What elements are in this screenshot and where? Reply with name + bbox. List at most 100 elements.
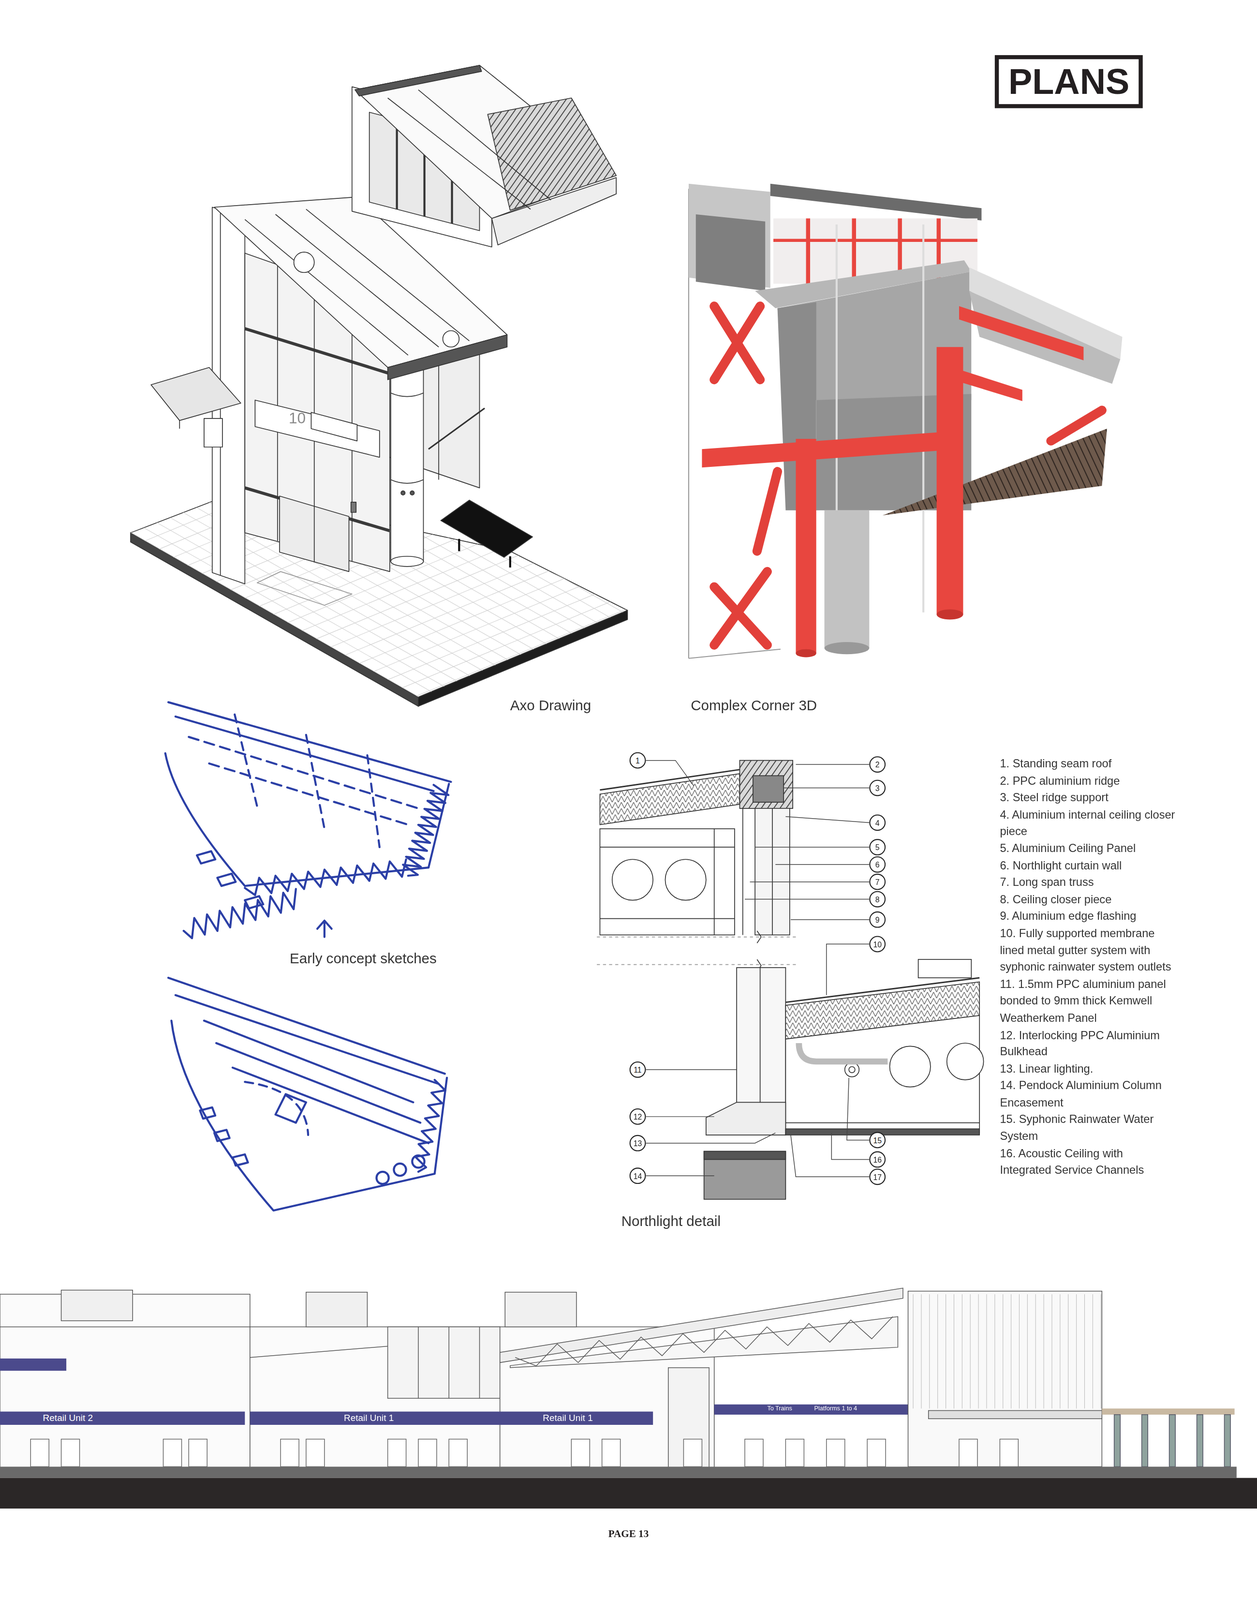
cladding-line bbox=[1035, 1293, 1036, 1408]
cladding-line bbox=[1010, 1293, 1012, 1408]
axo-drawing bbox=[294, 251, 315, 273]
station-elevation bbox=[417, 1326, 419, 1398]
concept-sketch bbox=[412, 1154, 425, 1168]
concept-sketch bbox=[214, 1129, 230, 1141]
northlight-section bbox=[706, 1101, 786, 1135]
complex-corner-model bbox=[714, 571, 768, 645]
callout-circle: 7 bbox=[869, 873, 886, 890]
floor-grid bbox=[0, 487, 580, 741]
complex-corner-model bbox=[695, 214, 766, 291]
cladding-line bbox=[920, 1293, 922, 1408]
platform-number: 10 bbox=[288, 409, 306, 427]
canopy-post bbox=[1141, 1414, 1149, 1467]
northlight-section bbox=[798, 1042, 888, 1062]
complex-corner-model bbox=[770, 183, 982, 221]
cladding-line bbox=[1100, 1293, 1102, 1408]
cladding-line bbox=[929, 1293, 930, 1408]
axo-drawing bbox=[150, 367, 241, 421]
station-elevation bbox=[913, 1293, 1101, 1408]
key-item: 16. Acoustic Ceiling with Integrated Ser… bbox=[999, 1144, 1176, 1179]
northlight-section bbox=[736, 967, 786, 1106]
concept-sketch bbox=[244, 895, 264, 908]
station-elevation bbox=[668, 1367, 710, 1468]
band-label: Retail Unit 2 bbox=[43, 1412, 93, 1423]
door bbox=[418, 1438, 437, 1467]
concept-sketch bbox=[393, 1163, 406, 1176]
door bbox=[826, 1438, 845, 1467]
cladding-line bbox=[1002, 1293, 1004, 1408]
concept-sketch bbox=[217, 873, 236, 886]
leader-line bbox=[744, 898, 870, 900]
station-elevation bbox=[30, 1438, 1019, 1467]
cladding-line bbox=[945, 1293, 947, 1408]
northlight-section bbox=[785, 977, 980, 1003]
axo-drawing bbox=[396, 119, 399, 210]
leader-line bbox=[790, 918, 870, 920]
key-item: 4. Aluminium internal ceiling closer pie… bbox=[999, 805, 1176, 840]
cladding-line bbox=[1092, 1293, 1094, 1408]
northlight-section bbox=[785, 1015, 980, 1133]
door bbox=[306, 1438, 325, 1467]
band-label: Retail Unit 1 bbox=[343, 1412, 394, 1423]
section-heading-box: PLANS bbox=[995, 55, 1143, 108]
concept-sketch bbox=[367, 754, 380, 847]
concept-sketch bbox=[376, 1171, 389, 1184]
canopy-post bbox=[1114, 1414, 1121, 1467]
band-label: Retail Unit 1 bbox=[542, 1412, 593, 1423]
northlight-section bbox=[785, 1122, 980, 1124]
section-heading: PLANS bbox=[1008, 61, 1130, 102]
callout-number: 14 bbox=[633, 1170, 643, 1181]
concept-sketch bbox=[232, 1067, 429, 1143]
key-item: 2. PPC aluminium ridge bbox=[999, 771, 1176, 789]
leader-line bbox=[645, 760, 694, 786]
canopy-post bbox=[1169, 1414, 1176, 1467]
complex-corner-model bbox=[701, 430, 962, 468]
key-item: 5. Aluminium Ceiling Panel bbox=[999, 839, 1176, 857]
northlight-section bbox=[753, 775, 784, 802]
cladding-line bbox=[1059, 1293, 1061, 1408]
leader-line bbox=[754, 846, 870, 847]
concept-sketch bbox=[175, 994, 439, 1084]
callout-circle: 4 bbox=[869, 813, 886, 831]
cladding-line bbox=[953, 1293, 955, 1408]
concept-sketch bbox=[168, 701, 451, 782]
concept-sketch bbox=[306, 734, 325, 829]
callout-circle: 3 bbox=[869, 779, 886, 797]
key-item: 1. Standing seam roof bbox=[999, 754, 1176, 772]
concept-sketch bbox=[165, 701, 452, 1211]
door bbox=[163, 1438, 182, 1467]
cladding-line bbox=[1084, 1293, 1085, 1408]
floor-grid bbox=[67, 545, 680, 799]
door bbox=[867, 1438, 886, 1467]
callout-number: 13 bbox=[633, 1138, 643, 1148]
leader-line bbox=[645, 1174, 714, 1176]
concept-sketch bbox=[244, 858, 406, 895]
cladding-line bbox=[994, 1293, 995, 1408]
floor-grid bbox=[0, 495, 594, 749]
callout-number: 16 bbox=[872, 1154, 882, 1164]
concept-sketch bbox=[402, 784, 449, 876]
complex-corner-model bbox=[851, 218, 856, 284]
callout-circle: 6 bbox=[869, 856, 886, 873]
axo-drawing bbox=[400, 490, 405, 495]
floor-grid bbox=[167, 602, 780, 856]
floor-grid bbox=[152, 593, 766, 847]
station-elevation bbox=[0, 1465, 1237, 1478]
door bbox=[448, 1438, 468, 1467]
axo-drawing bbox=[491, 177, 617, 245]
concept-sketch bbox=[188, 736, 419, 809]
northlight-section bbox=[739, 760, 793, 809]
canopy-post bbox=[1224, 1414, 1231, 1467]
axo-drawing bbox=[204, 418, 223, 447]
concept-sketch bbox=[317, 920, 332, 937]
axo-drawing bbox=[354, 65, 482, 96]
axo-drawing bbox=[310, 412, 357, 441]
callout-number: 2 bbox=[875, 759, 880, 769]
callout-circle: 13 bbox=[629, 1134, 647, 1152]
complex-corner-model bbox=[773, 238, 978, 242]
key-item: 6. Northlight curtain wall bbox=[999, 856, 1176, 874]
sign-text: To Trains bbox=[767, 1404, 792, 1413]
axo-drawing bbox=[418, 89, 551, 201]
complex-corner-model bbox=[959, 306, 1084, 361]
